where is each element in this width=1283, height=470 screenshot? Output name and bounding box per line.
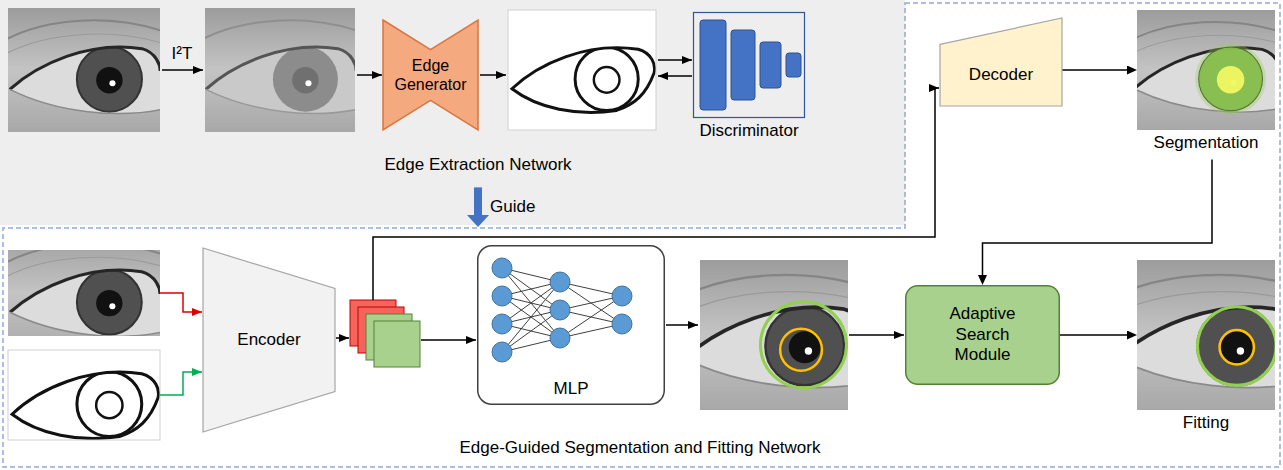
part-rect [700,20,726,110]
mlp-block: MLP [477,245,665,405]
part-rect [478,246,665,405]
part-line [480,74,506,76]
part-rect [906,286,1060,385]
part-rect [8,350,160,440]
part-line [162,69,203,71]
part-circle [550,328,570,348]
part-use [508,10,656,130]
part-line [666,324,698,326]
node-outline [383,20,478,130]
part-path [160,293,202,312]
network-panel: Edge Extraction Network Edge GeneratorDis… [0,0,905,225]
part-rect [508,10,656,130]
node-label: Discriminator [699,121,798,141]
part-line [658,75,692,77]
part-line [421,339,476,341]
part-path [160,372,202,395]
part-rect [786,53,801,77]
flow-arrow [1062,69,1127,71]
node-label: Encoder [237,330,300,350]
part-use [8,8,160,132]
node-label: Fitting [1183,413,1229,433]
part-path [3,3,1280,467]
node-label: Edge-Guided Segmentation and Fitting Net… [460,438,821,458]
part-line [560,282,622,324]
part-rect [760,42,781,88]
edge-generator: Edge Generator [383,20,478,130]
flow-arrow [983,159,1213,275]
flow-arrow [474,187,482,215]
part-circle [492,286,512,306]
part-circle [492,258,512,278]
part-use [8,333,160,457]
node-outline [940,18,1062,106]
part-line [336,337,349,339]
encoder-block: Encoder [203,248,335,432]
part-circle [612,286,632,306]
part-rect [374,321,420,367]
feature-maps [350,300,420,367]
discriminator-block: Discriminator [693,12,805,144]
result-image: Segmentation [1137,10,1275,156]
node-label: Edge Extraction Network [384,155,571,175]
part-use [1132,10,1280,130]
node-label: Edge Generator [391,56,471,94]
decoder-block: Decoder [940,18,1062,106]
operation-label: I²T [172,44,193,64]
part-path [383,20,478,130]
part-rect [0,0,905,225]
node-label: Segmentation [1154,133,1259,153]
part-path [203,248,335,432]
part-g [492,258,632,362]
part-path [940,18,1062,106]
part-line [560,296,622,338]
part-circle [612,314,632,334]
node-label: Decoder [969,65,1033,85]
part-g [502,268,622,352]
edge-map [8,10,656,457]
part-rect [731,30,755,100]
flow-arrow [1060,334,1127,336]
part-use [682,260,866,410]
result-image: Fitting [1137,260,1275,436]
part-line [502,310,560,352]
node-label: MLP [554,379,589,399]
part-use [204,8,356,132]
part-line [849,334,904,336]
mlp-network [492,258,632,362]
part-circle [550,272,570,292]
part-circle [492,314,512,334]
part-line [357,74,382,76]
part-circle [492,342,512,362]
search-module: Adaptive Search Module [905,285,1060,385]
part-use [8,231,160,355]
node-label: Adaptive Search Module [933,304,1033,365]
part-rect [694,13,805,118]
node-outline [1137,260,1275,436]
part-circle [550,300,570,320]
part-use [1114,260,1283,410]
part-line [658,59,692,61]
edge-label: Guide [490,197,535,217]
